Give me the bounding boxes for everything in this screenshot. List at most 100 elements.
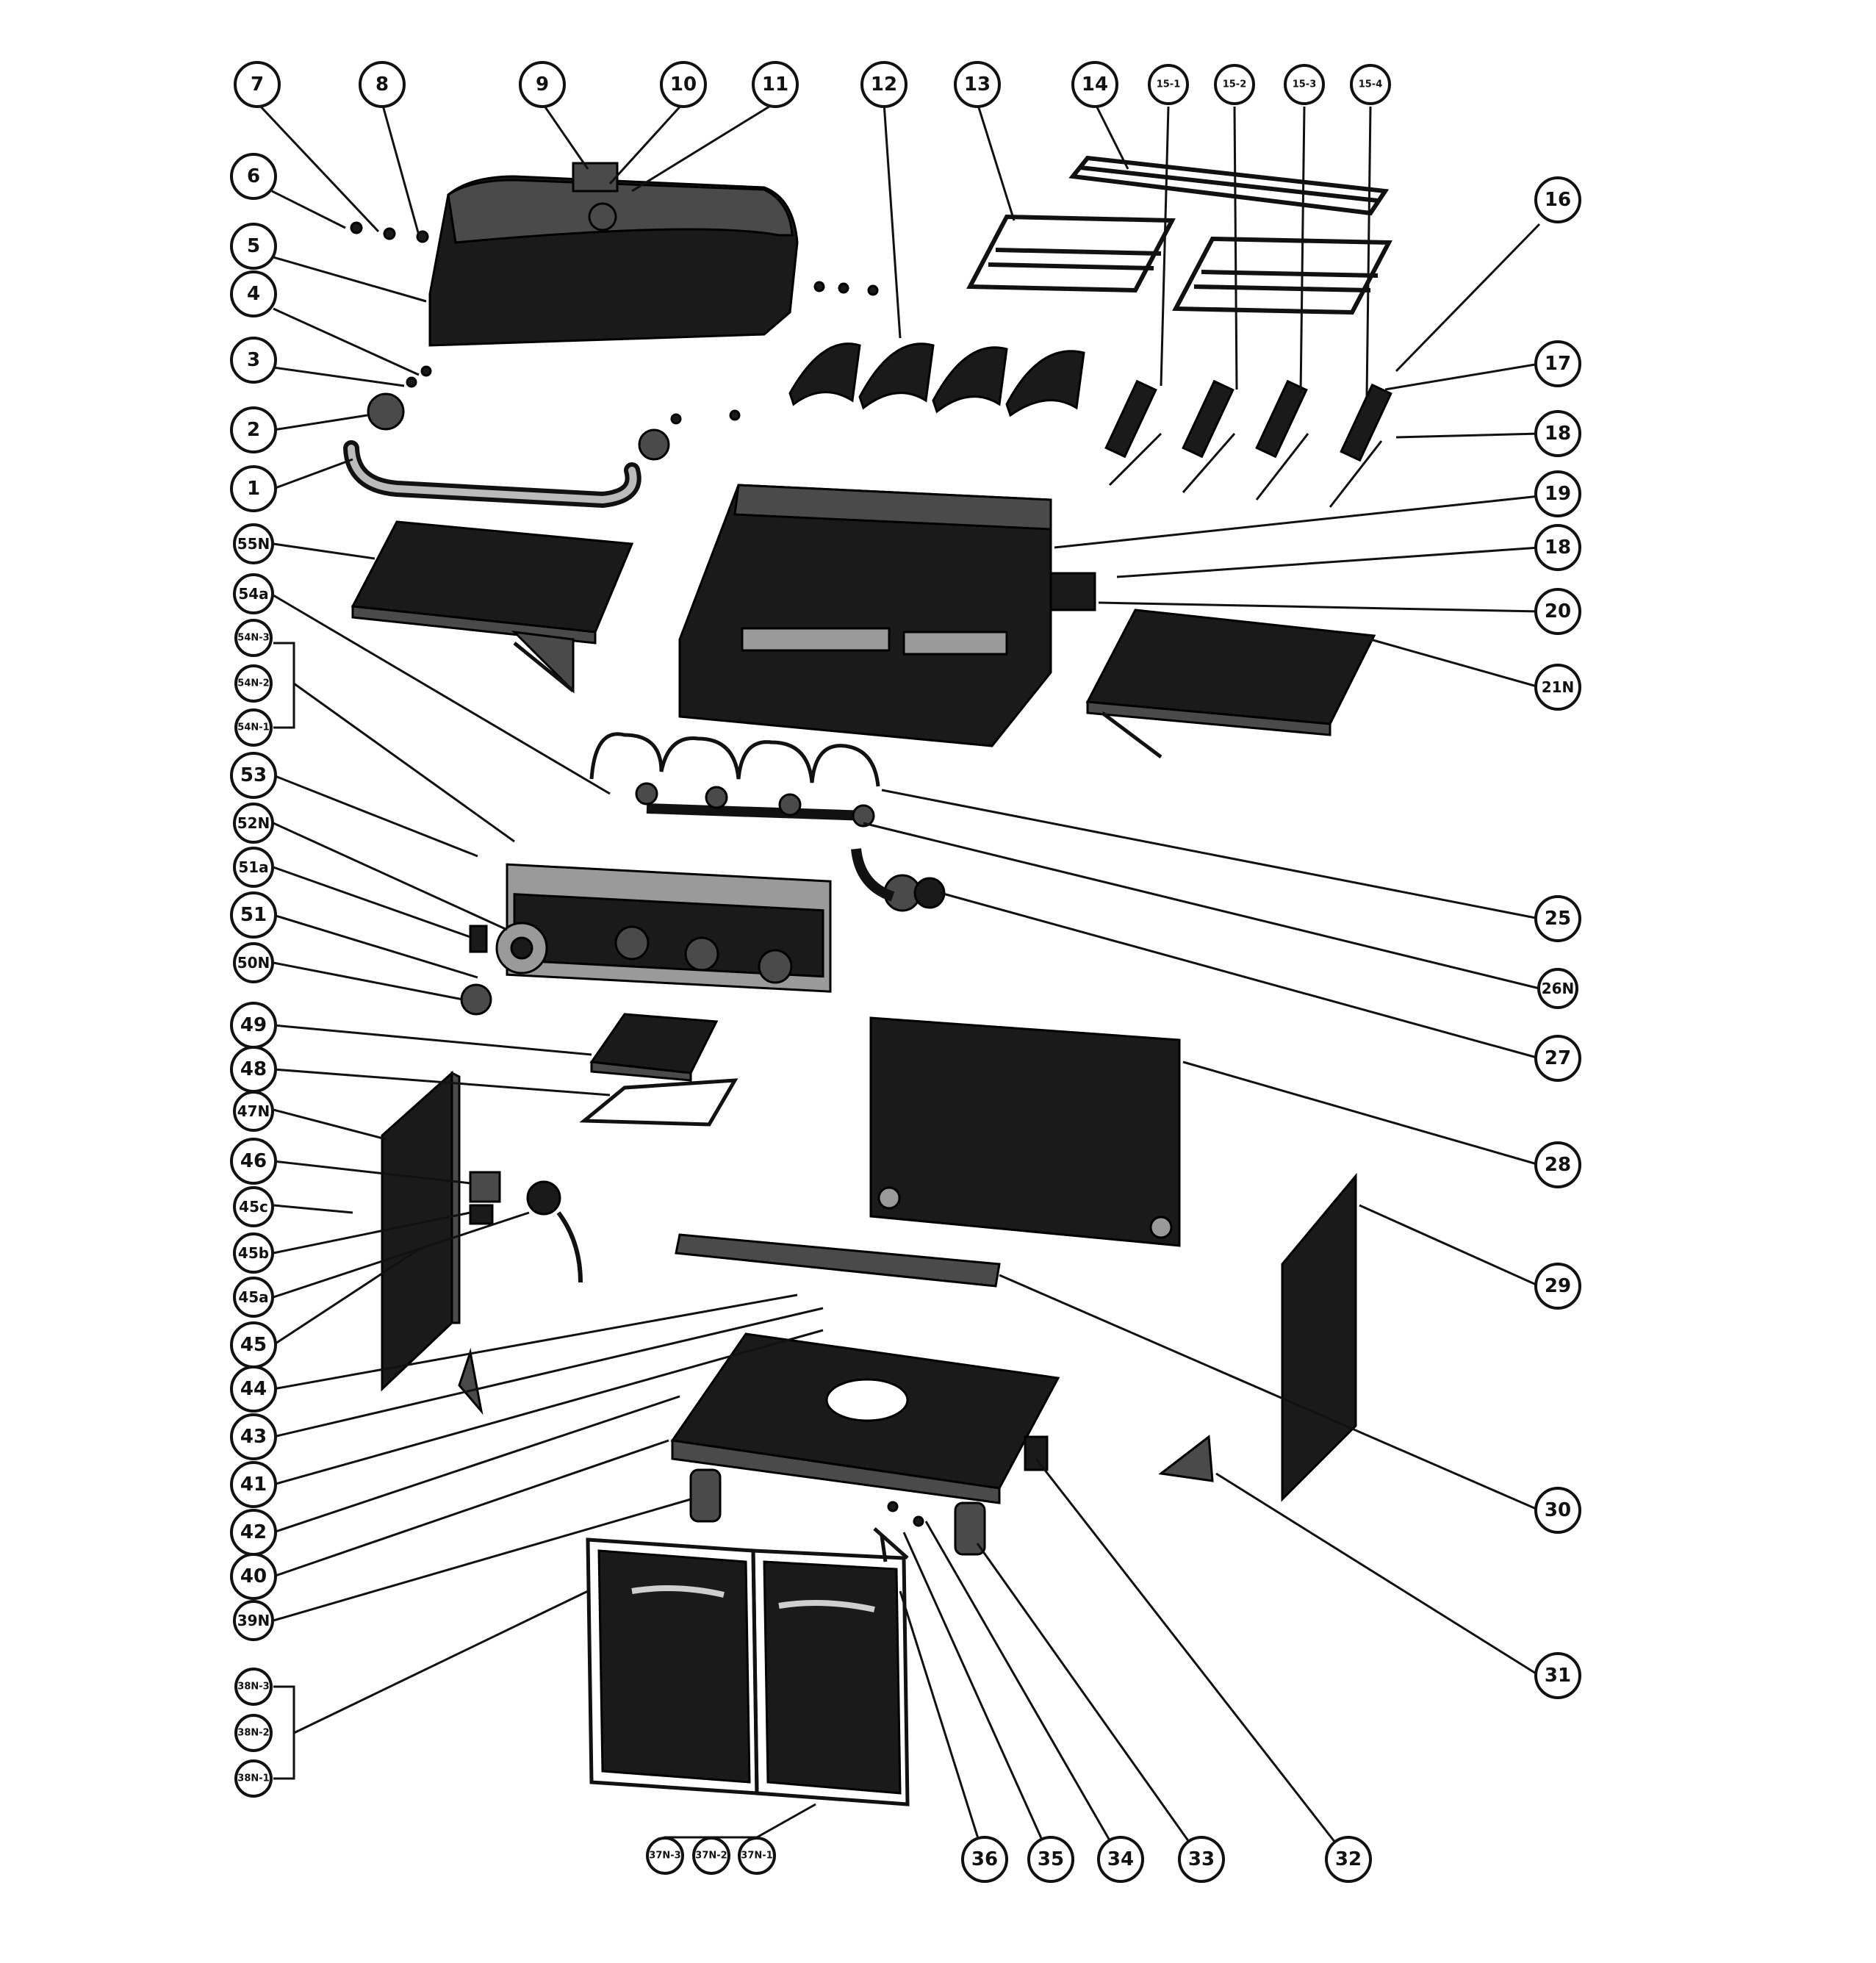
callout-label: 3 (247, 349, 260, 371)
callout-label: 43 (240, 1426, 267, 1448)
callout-label: 51a (238, 858, 268, 876)
callout-circle (738, 1837, 776, 1875)
callout-circle (230, 270, 277, 317)
callout-label: 15-3 (1293, 79, 1317, 90)
callout-18: 18 (1534, 410, 1581, 457)
casters (689, 1435, 1049, 1556)
callout-circle (230, 891, 277, 939)
callout-circle (234, 1759, 273, 1798)
callout-45c: 45c (233, 1186, 274, 1227)
callout-label: 34 (1107, 1848, 1134, 1870)
callout-15-2: 15-2 (1214, 64, 1255, 105)
callout-label: 37N-3 (649, 1851, 680, 1862)
callout-label: 54a (238, 585, 268, 603)
callout-54n-3: 54N-3 (234, 619, 273, 657)
callout-circle (233, 847, 274, 888)
callout-circle (692, 1837, 730, 1875)
callout-circle (234, 1714, 273, 1752)
callout-46: 46 (230, 1138, 277, 1185)
callout-15-3: 15-3 (1284, 64, 1325, 105)
callout-label: 30 (1545, 1499, 1571, 1521)
right-side-shelf (1085, 609, 1376, 758)
callout-label: 32 (1335, 1848, 1362, 1870)
callout-49: 49 (230, 1002, 277, 1049)
callout-label: 18 (1545, 536, 1571, 559)
callout-31: 31 (1534, 1652, 1581, 1699)
callout-circle (233, 803, 274, 844)
regulator-hose (851, 848, 946, 909)
callout-circle (230, 1138, 277, 1185)
callout-circle (233, 942, 274, 983)
callout-circle (230, 752, 277, 799)
callout-43: 43 (230, 1413, 277, 1460)
crossover-tube (589, 732, 880, 787)
callout-label: 16 (1545, 189, 1571, 211)
callout-28: 28 (1534, 1141, 1581, 1188)
callout-circle (233, 1186, 274, 1227)
callout-44: 44 (230, 1366, 277, 1413)
callout-label: 15-1 (1157, 79, 1181, 90)
callout-label: 25 (1545, 908, 1571, 930)
callout-label: 19 (1545, 483, 1571, 505)
callout-circle (1534, 664, 1581, 711)
callout-45a: 45a (233, 1277, 274, 1318)
callout-label: 14 (1082, 73, 1108, 96)
callout-21n: 21N (1534, 664, 1581, 711)
callout-circle (1534, 1487, 1581, 1534)
left-side-panel (381, 1070, 461, 1392)
callout-38n-1: 38N-1 (234, 1759, 273, 1798)
callout-circle (660, 61, 707, 108)
callout-circle (234, 708, 273, 747)
callout-label: 40 (240, 1565, 267, 1587)
callout-label: 38N-3 (237, 1682, 269, 1693)
callout-circle (1534, 524, 1581, 571)
callout-circle (1534, 1035, 1581, 1082)
callout-circle (1537, 968, 1578, 1009)
callout-label: 54N-3 (237, 633, 269, 644)
back-panel (869, 1016, 1181, 1247)
ignitor-module (469, 1171, 583, 1283)
callout-34: 34 (1097, 1836, 1144, 1883)
callout-11: 11 (752, 61, 799, 108)
callout-circle (233, 1232, 274, 1274)
callout-32: 32 (1325, 1836, 1372, 1883)
callout-circle (230, 1461, 277, 1508)
heat-shields (788, 342, 1085, 417)
callout-circle (359, 61, 406, 108)
drip-tray (589, 1013, 719, 1082)
callout-9: 9 (519, 61, 566, 108)
callout-39n: 39N (233, 1600, 274, 1641)
callout-label: 55N (237, 535, 270, 553)
callout-label: 54N-1 (237, 722, 269, 733)
callout-circle (752, 61, 799, 108)
callout-label: 20 (1545, 600, 1571, 622)
callout-12: 12 (860, 61, 908, 108)
callout-circle (1350, 64, 1391, 105)
gas-manifold (635, 782, 875, 828)
callout-label: 45b (238, 1244, 269, 1262)
callout-25: 25 (1534, 895, 1581, 942)
callout-45b: 45b (233, 1232, 274, 1274)
callout-2: 2 (230, 406, 277, 453)
callout-51a: 51a (233, 847, 274, 888)
callout-circle (1534, 410, 1581, 457)
callout-circle (234, 664, 273, 703)
callout-14: 14 (1071, 61, 1118, 108)
lid-fasteners (350, 221, 432, 388)
callout-52n: 52N (233, 803, 274, 844)
callout-circle (1325, 1836, 1372, 1883)
cart-bottom-panel (670, 1332, 1060, 1504)
callout-circle (1027, 1836, 1074, 1883)
callout-13: 13 (954, 61, 1001, 108)
callout-circle (646, 1837, 684, 1875)
callout-5: 5 (230, 223, 277, 270)
control-panel (460, 863, 921, 1016)
callout-circle (230, 1413, 277, 1460)
callout-54n-1: 54N-1 (234, 708, 273, 747)
callout-label: 33 (1188, 1848, 1215, 1870)
callout-45: 45 (230, 1321, 277, 1368)
callout-label: 52N (237, 814, 270, 832)
callout-30: 30 (1534, 1487, 1581, 1534)
